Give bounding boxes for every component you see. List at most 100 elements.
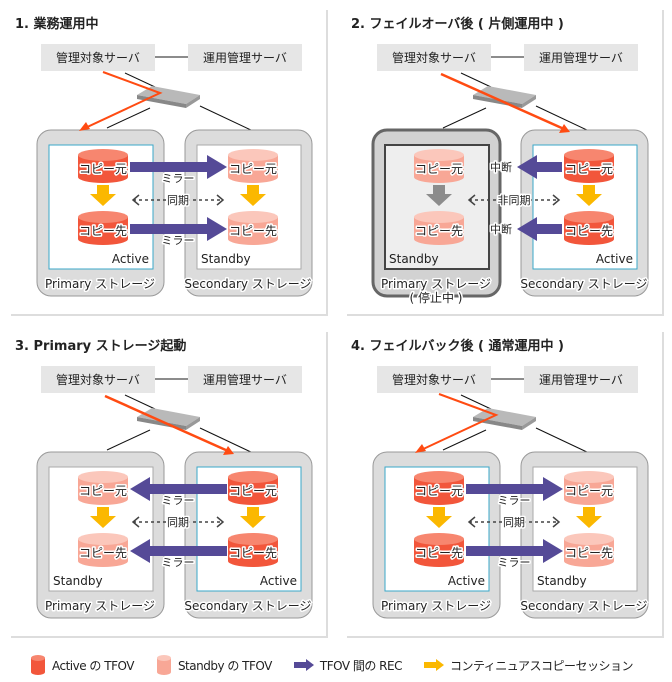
panel-3: 3. Primary ストレージ起動管理対象サーバ運用管理サーバコピー元コピー先… <box>9 330 328 638</box>
volume-body <box>414 217 464 239</box>
network-line <box>460 72 492 88</box>
sync-arrowhead-right <box>216 194 225 206</box>
legend-standby-label: Standby の TFOV <box>177 658 272 673</box>
rec-arrow <box>466 539 563 563</box>
volume-label: コピー元 <box>565 162 613 176</box>
volume-label: コピー先 <box>415 546 463 560</box>
volume-label: コピー先 <box>565 224 613 238</box>
volume-bottom <box>228 171 278 183</box>
management-server-label: 運用管理サーバ <box>539 372 623 387</box>
rec-label: 中断 <box>490 160 512 174</box>
primary-copy-source-volume: コピー元 <box>77 471 129 505</box>
volume-bottom <box>564 171 614 183</box>
volume-body <box>78 217 128 239</box>
rec-arrow <box>130 217 227 241</box>
volume-bottom <box>564 555 614 567</box>
volume-body <box>78 539 128 561</box>
switch-side <box>186 417 200 430</box>
sync-arrowhead-left <box>467 194 476 206</box>
session-arrow-icon <box>576 507 602 528</box>
panel-title: 2. フェイルオーバ後 ( 片側運用中 ) <box>351 16 564 32</box>
primary-storage-label: Primary ストレージ <box>45 599 155 613</box>
legend-active-tfov: Active の TFOV <box>30 654 134 676</box>
legend-active-label: Active の TFOV <box>52 658 134 673</box>
panel-title: 4. フェイルバック後 ( 通常運用中 ) <box>351 338 564 354</box>
volume-bottom <box>78 493 128 505</box>
session-arrow-icon <box>426 507 452 528</box>
volume-top <box>414 211 464 223</box>
secondary-copy-target-volume: コピー先 <box>563 211 615 245</box>
primary-copy-target-volume: コピー先 <box>77 211 129 245</box>
secondary-status-label: Standby <box>201 252 251 266</box>
network-line <box>124 394 156 410</box>
network-line <box>442 429 487 451</box>
volume-top <box>564 533 614 545</box>
secondary-storage-label: Secondary ストレージ <box>184 599 311 613</box>
sync-arrowhead-right <box>552 194 561 206</box>
volume-body <box>414 477 464 499</box>
volume-label: コピー先 <box>79 546 127 560</box>
management-server-box <box>524 366 638 393</box>
rec-arrow-icon <box>293 659 314 671</box>
volume-bottom <box>78 555 128 567</box>
active-volume-icon <box>31 655 45 675</box>
sync-label: 非同期 <box>498 194 531 207</box>
volume-bottom <box>228 493 278 505</box>
volume-top <box>78 533 128 545</box>
volume-label: コピー先 <box>229 224 277 238</box>
primary-copy-source-volume: コピー元 <box>413 149 465 183</box>
volume-label: コピー先 <box>79 224 127 238</box>
management-server-box <box>188 366 302 393</box>
rec-label: 中断 <box>490 222 512 236</box>
session-arrow-icon <box>90 185 116 206</box>
panel-4: 4. フェイルバック後 ( 通常運用中 )管理対象サーバ運用管理サーバコピー元コ… <box>345 330 664 638</box>
primary-storage-label: Primary ストレージ <box>45 277 155 291</box>
volume-top <box>228 211 278 223</box>
volume-top <box>78 471 128 483</box>
volume-bottom <box>414 233 464 245</box>
switch-side <box>186 95 200 108</box>
managed-server-label: 管理対象サーバ <box>392 50 476 65</box>
secondary-copy-target-volume: コピー先 <box>227 533 279 567</box>
rec-arrow-suspended <box>517 217 562 241</box>
primary-storage-label: Primary ストレージ <box>381 599 491 613</box>
sync-label: 同期 <box>167 194 189 207</box>
network-line <box>535 105 590 132</box>
session-arrow-icon <box>240 507 266 528</box>
network-line <box>106 107 151 129</box>
volume-label: コピー元 <box>79 162 127 176</box>
network-line <box>199 427 254 454</box>
managed-server-label: 管理対象サーバ <box>56 50 140 65</box>
managed-server-label: 管理対象サーバ <box>392 372 476 387</box>
managed-server-label: 管理対象サーバ <box>56 372 140 387</box>
primary-copy-target-volume: コピー先 <box>413 211 465 245</box>
standby-volume-icon <box>156 655 171 675</box>
volume-body <box>564 217 614 239</box>
volume-body <box>228 539 278 561</box>
legend: Active の TFOV Standby の TFOV TFOV 間の REC… <box>30 654 655 676</box>
failover-diagram: 1. 業務運用中管理対象サーバ運用管理サーバコピー元コピー先ActivePrim… <box>9 8 664 638</box>
sync-arrowhead-left <box>131 194 140 206</box>
sync-arrowhead-right <box>552 516 561 528</box>
rec-label: ミラー <box>162 234 195 247</box>
volume-bottom <box>564 233 614 245</box>
network-line <box>460 394 492 410</box>
managed-server-box <box>41 44 155 71</box>
rec-label: ミラー <box>162 556 195 569</box>
primary-status-label: Active <box>448 574 485 588</box>
panel-2: 2. フェイルオーバ後 ( 片側運用中 )管理対象サーバ運用管理サーバコピー元コ… <box>345 8 664 316</box>
volume-label: コピー元 <box>229 484 277 498</box>
volume-top <box>414 149 464 161</box>
panel-1: 1. 業務運用中管理対象サーバ運用管理サーバコピー元コピー先ActivePrim… <box>9 8 328 316</box>
volume-top <box>78 149 128 161</box>
secondary-status-label: Active <box>260 574 297 588</box>
secondary-copy-source-volume: コピー元 <box>227 149 279 183</box>
volume-bottom <box>78 233 128 245</box>
rec-label: ミラー <box>498 494 531 507</box>
